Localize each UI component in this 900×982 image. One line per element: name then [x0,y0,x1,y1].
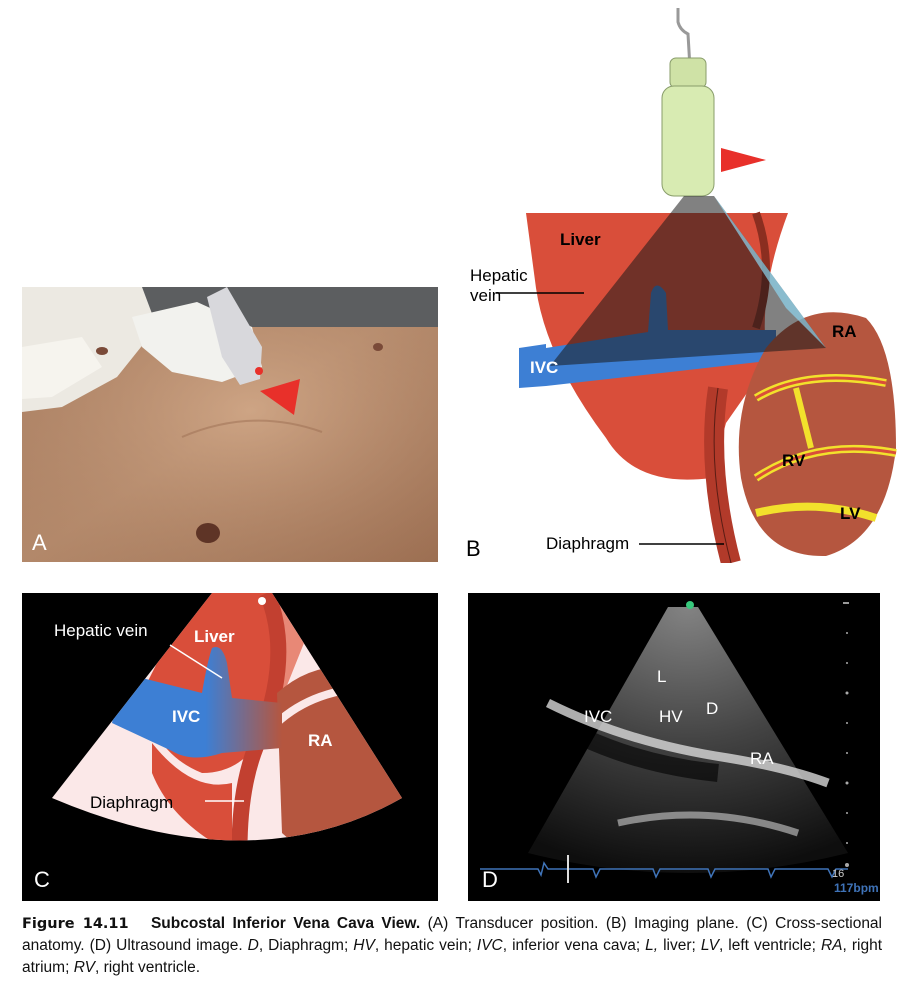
abbr-rv: RV [73,959,95,976]
abbr-hv-def: , hepatic vein; [374,937,477,954]
imaging-plane-diagram [496,8,897,563]
panel-a-photo: A [22,287,438,562]
label-ivc: IVC [172,707,201,726]
abbr-lv: LV [700,937,719,954]
label-liver: Liver [194,627,235,646]
ivc-region [112,647,282,758]
panel-b-illustration: Liver Hepatic vein IVC RA RV LV Diaphrag… [456,8,900,563]
abbr-hv: HV [353,937,375,954]
label-ra: RA [308,731,333,750]
abbr-ivc: IVC [476,937,503,954]
abbr-lv-def: , left ventricle; [718,937,821,954]
ra-region [277,666,402,841]
label-d: D [706,699,719,718]
figure-caption: Figure 14.11 Subcostal Inferior Vena Cav… [22,913,882,979]
label-liver: Liver [560,230,601,249]
label-hepatic-vein-line2: vein [470,286,502,305]
abbr-d: D [247,937,259,954]
orientation-arrow-icon [721,148,766,172]
label-ivc: IVC [530,358,559,377]
label-hepatic-vein-line1: Hepatic [470,266,528,285]
transducer-photo [22,287,438,562]
abbr-d-def: , Diaphragm; [258,937,354,954]
abbr-l: L, [645,937,659,954]
abbr-ra: RA [820,937,843,954]
label-lv: LV [840,504,861,523]
label-ivc: IVC [584,707,613,726]
ecg-trace [480,861,848,879]
transducer-marker-arrow [260,379,300,415]
depth-readout: 16 [832,868,845,880]
transducer-probe-icon [661,85,715,197]
panel-c-letter: C [34,867,50,892]
panel-d-ultrasound: L IVC HV D RA 16 117bpm D [468,593,880,901]
ultrasound-image [480,601,849,883]
panel-b-letter: B [466,536,481,561]
abbr-ra-def: , right atrium; [22,937,882,976]
label-hepatic-vein: Hepatic vein [54,621,148,640]
panel-c-cross-section: Hepatic vein Liver IVC RA Diaphragm C [22,593,438,901]
caption-text: (A) Transducer position. (B) Imaging pla… [22,915,882,954]
label-l: L [657,667,667,686]
panel-a-letter: A [32,530,47,555]
abbr-ivc-def: , inferior vena cava; [502,937,646,954]
panel-d-letter: D [482,867,498,892]
label-ra: RA [832,322,857,341]
heart-rate-readout: 117bpm [834,881,879,895]
imaging-plane-wedge [550,196,826,366]
abbr-rv-def: , right ventricle. [94,959,201,976]
figure-number: Figure 14.11 [22,916,129,932]
label-ra: RA [750,749,774,768]
label-rv: RV [782,451,806,470]
label-diaphragm: Diaphragm [90,793,174,812]
label-diaphragm: Diaphragm [546,534,630,553]
figure-title: Subcostal Inferior Vena Cava View. [150,915,421,932]
cross-section-diagram [52,593,402,841]
label-hv: HV [659,707,683,726]
abbr-l-def: liver; [658,937,701,954]
heart-shape [738,312,897,557]
